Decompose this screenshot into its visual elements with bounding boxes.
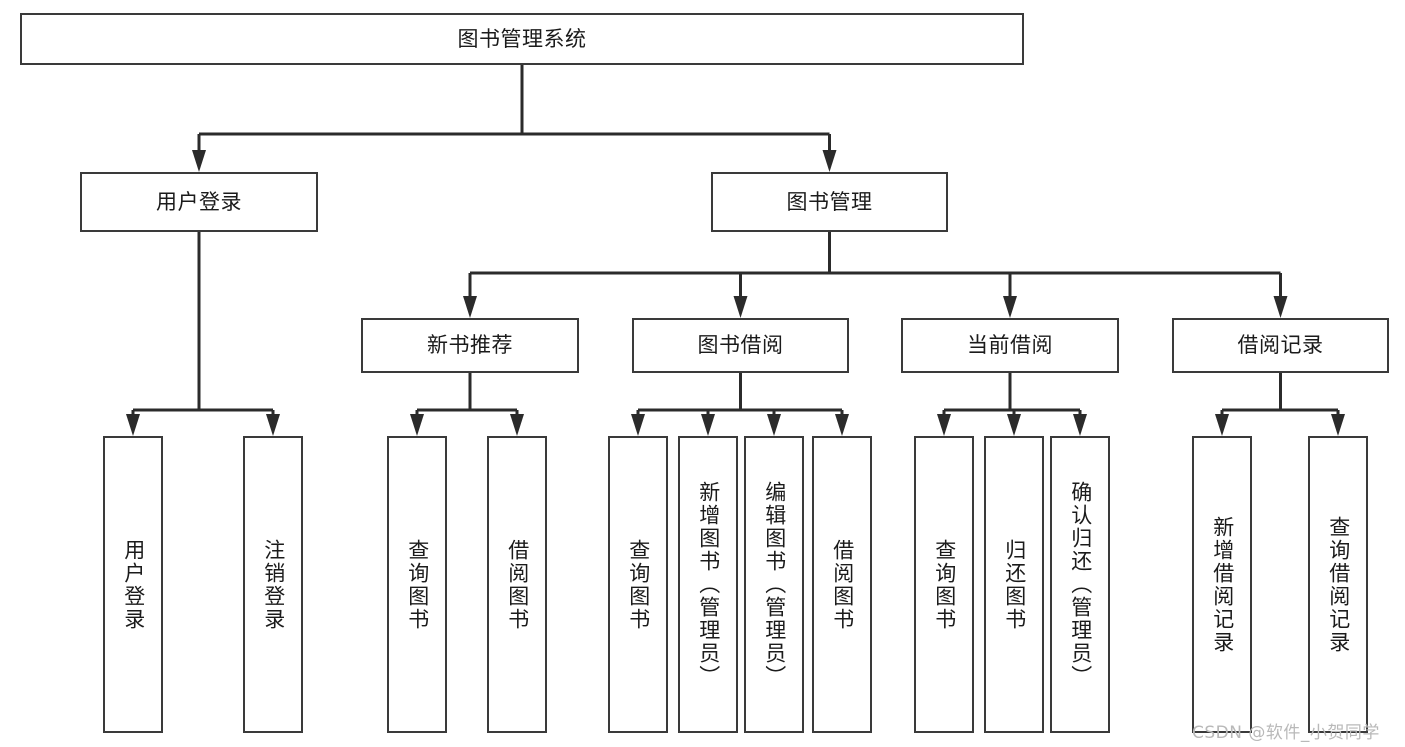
node-label: 查询图书 [405,538,430,631]
node-label: 用户登录 [121,538,146,631]
node-label: 注销登录 [261,538,286,631]
node-label: 用户登录 [156,189,242,214]
node-label: 新增借阅记录 [1210,515,1235,654]
node-leaf-user-login[interactable]: 用户登录 [103,436,163,733]
node-book-borrow[interactable]: 图书借阅 [632,318,849,373]
node-leaf-rec-search[interactable]: 查询借阅记录 [1308,436,1368,733]
node-label: 图书管理 [786,189,873,214]
node-leaf-cur-query[interactable]: 查询图书 [914,436,974,733]
node-label: 查询借阅记录 [1326,515,1351,654]
node-label: 当前借阅 [967,333,1053,358]
node-label: 借阅图书 [830,538,855,631]
csdn-watermark: CSDN @软件_小贺同学 [1192,723,1380,743]
node-label: 新增图书（管理员） [696,481,721,688]
node-leaf-borrow-query[interactable]: 查询图书 [608,436,668,733]
node-label: 编辑图书（管理员） [762,481,787,688]
node-book-manage[interactable]: 图书管理 [711,172,948,232]
node-label: 归还图书 [1002,538,1027,631]
node-current-borrow[interactable]: 当前借阅 [901,318,1119,373]
node-label: 图书借阅 [697,333,784,358]
node-leaf-borrow-do[interactable]: 借阅图书 [812,436,872,733]
node-label: 借阅图书 [505,538,530,631]
node-user-login[interactable]: 用户登录 [80,172,318,232]
node-label: 查询图书 [626,538,651,631]
node-borrow-record[interactable]: 借阅记录 [1172,318,1389,373]
node-label: 借阅记录 [1237,333,1324,358]
node-label: 图书管理系统 [457,26,587,51]
node-new-book-rec[interactable]: 新书推荐 [361,318,579,373]
node-leaf-cur-return[interactable]: 归还图书 [984,436,1044,733]
node-leaf-borrow-add[interactable]: 新增图书（管理员） [678,436,738,733]
node-label: 查询图书 [932,538,957,631]
node-leaf-rec-query[interactable]: 查询图书 [387,436,447,733]
node-leaf-rec-add[interactable]: 新增借阅记录 [1192,436,1252,733]
node-leaf-cur-confirm[interactable]: 确认归还（管理员） [1050,436,1110,733]
node-leaf-rec-borrow[interactable]: 借阅图书 [487,436,547,733]
node-leaf-logout[interactable]: 注销登录 [243,436,303,733]
node-label: 确认归还（管理员） [1068,481,1093,688]
node-label: 新书推荐 [427,333,513,358]
node-leaf-borrow-edit[interactable]: 编辑图书（管理员） [744,436,804,733]
node-root[interactable]: 图书管理系统 [20,13,1024,65]
